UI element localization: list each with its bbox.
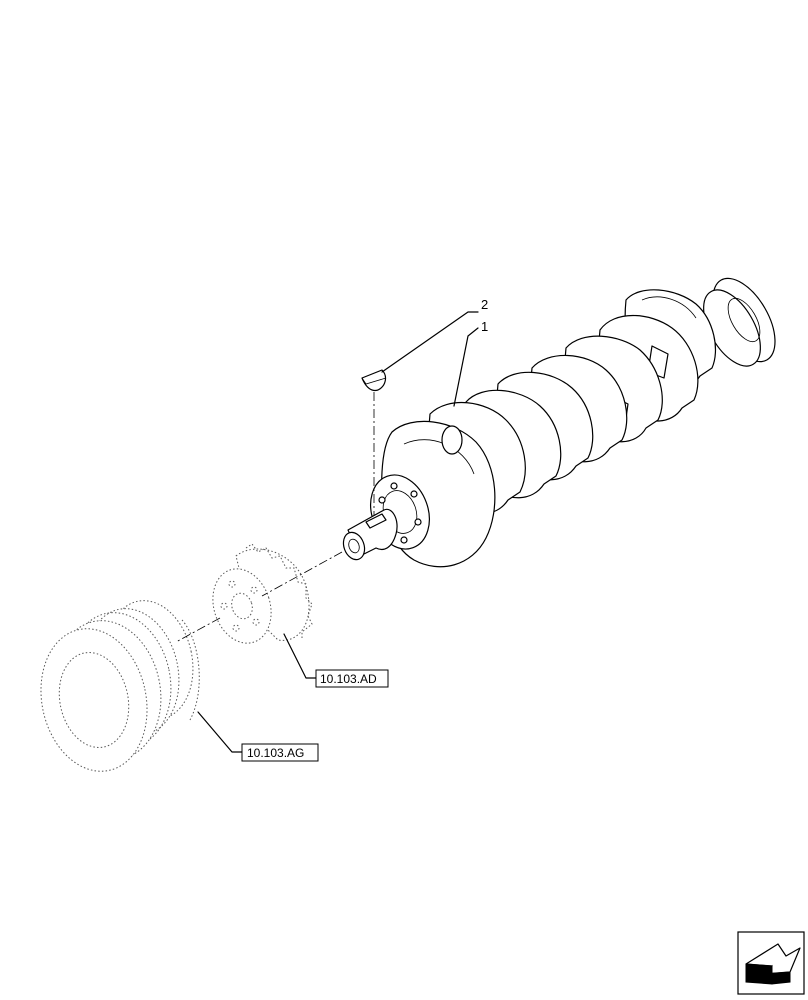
- crankshaft-rear-flange: [703, 277, 776, 367]
- next-page-arrow-icon[interactable]: [737, 931, 805, 995]
- callout-2: 2: [481, 297, 488, 312]
- crankshaft-pulley: [40, 600, 200, 772]
- woodruff-key: [361, 369, 387, 392]
- reference-box-gear[interactable]: 10.103.AD: [315, 669, 389, 688]
- crankshaft-nose: [342, 508, 398, 561]
- reference-label-gear[interactable]: 10.103.AD: [320, 672, 377, 686]
- crankshaft: [342, 277, 776, 568]
- reference-label-pulley[interactable]: 10.103.AG: [247, 746, 304, 760]
- callout-1: 1: [481, 319, 488, 334]
- callout-leaders: [197, 311, 479, 753]
- assembly-center-lines: [175, 392, 375, 643]
- reference-box-pulley[interactable]: 10.103.AG: [241, 743, 319, 762]
- crankshaft-gear: [212, 543, 313, 644]
